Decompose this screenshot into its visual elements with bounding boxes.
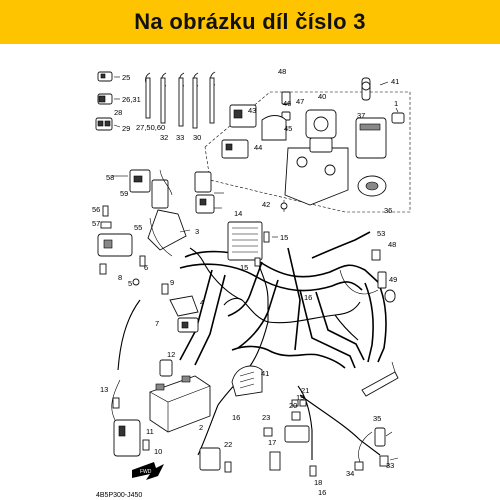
part-label: 17 — [268, 438, 276, 447]
leader-lines — [112, 76, 399, 461]
part-label: 16 — [318, 488, 326, 497]
relay-cluster — [129, 169, 215, 257]
part-label: 6 — [144, 263, 148, 272]
part-label: 46 — [283, 99, 291, 108]
fwd-arrow-indicator: FWD — [132, 462, 164, 480]
part-label: 10 — [154, 447, 162, 456]
part-label: 56 — [92, 205, 100, 214]
part-label: 22 — [224, 440, 232, 449]
part-label: 35 — [373, 414, 381, 423]
battery — [149, 359, 211, 433]
title-banner: Na obrázku díl číslo 3 — [0, 0, 500, 44]
part-label: 36 — [384, 206, 392, 215]
ignition-switch-assembly — [221, 77, 405, 212]
part-label: 43 — [248, 106, 256, 115]
part-label: 33 — [386, 461, 394, 470]
part-label: 14 — [234, 209, 242, 218]
part-label: 13 — [100, 385, 108, 394]
part-label: 29 — [122, 124, 130, 133]
part-label: 11 — [146, 427, 154, 436]
part-label: 37 — [357, 111, 365, 120]
part-label: 4 — [200, 298, 204, 307]
part-label: 33 — [176, 133, 184, 142]
part-label: 49 — [389, 275, 397, 284]
part-label: 1 — [394, 99, 398, 108]
part-label: 58 — [106, 173, 114, 182]
part-label: 55 — [134, 223, 142, 232]
wire-harness — [117, 247, 381, 460]
part-label: 48 — [278, 67, 286, 76]
part-label: 41 — [261, 369, 269, 378]
part-label: 5 — [128, 279, 132, 288]
part-label: 34 — [346, 469, 354, 478]
part-label: 19 — [296, 393, 304, 402]
part-label: 57 — [92, 219, 100, 228]
starter-relay — [161, 283, 199, 333]
part-label: 40 — [318, 92, 326, 101]
right-side-parts — [339, 249, 399, 471]
part-label: 53 — [377, 229, 385, 238]
bracket-parts — [97, 205, 146, 286]
part-label: 47 — [296, 97, 304, 106]
frame-outline — [179, 231, 387, 369]
part-label: 3 — [195, 227, 199, 236]
part-label: 21 — [301, 386, 309, 395]
part-label: 12 — [167, 350, 175, 359]
part-label: 48 — [388, 240, 396, 249]
part-label: 18 — [314, 478, 322, 487]
part-label: 9 — [170, 278, 174, 287]
part-label: 15 — [280, 233, 288, 242]
part-label: 20 — [289, 401, 297, 410]
cable-ties — [145, 71, 216, 129]
part-label: 8 — [118, 273, 122, 282]
part-label: 2 — [199, 423, 203, 432]
part-label: 42 — [262, 200, 270, 209]
part-label: 59 — [120, 189, 128, 198]
part-label: 7 — [155, 319, 159, 328]
part-label: 16 — [232, 413, 240, 422]
diagram-code: 4B5P300-J450 — [96, 492, 142, 499]
part-label: 41 — [391, 77, 399, 86]
ignition-group-box — [204, 91, 411, 213]
part-label: 32 — [160, 133, 168, 142]
part-label: 23 — [262, 413, 270, 422]
part-label: 25 — [122, 73, 130, 82]
right-connectors — [199, 399, 317, 477]
pickup-coil — [231, 365, 263, 397]
part-number-labels: 25 26,31 28 29 27,50,60 32 33 30 48 41 4… — [92, 67, 399, 499]
part-label: 28 — [114, 108, 122, 117]
part-label: 30 — [193, 133, 201, 142]
part-label: 26,31 — [122, 95, 141, 104]
clip-parts-group — [95, 71, 113, 131]
rectifier-regulator — [227, 221, 270, 267]
part-label: 45 — [284, 124, 292, 133]
part-label: 15 — [240, 263, 248, 272]
banner-title: Na obrázku díl číslo 3 — [134, 9, 366, 34]
part-label: 27,50,60 — [136, 123, 165, 132]
part-label: 16 — [304, 293, 312, 302]
fwd-label: FWD — [140, 469, 152, 475]
fuse-relay — [111, 379, 150, 457]
part-label: 44 — [254, 143, 262, 152]
